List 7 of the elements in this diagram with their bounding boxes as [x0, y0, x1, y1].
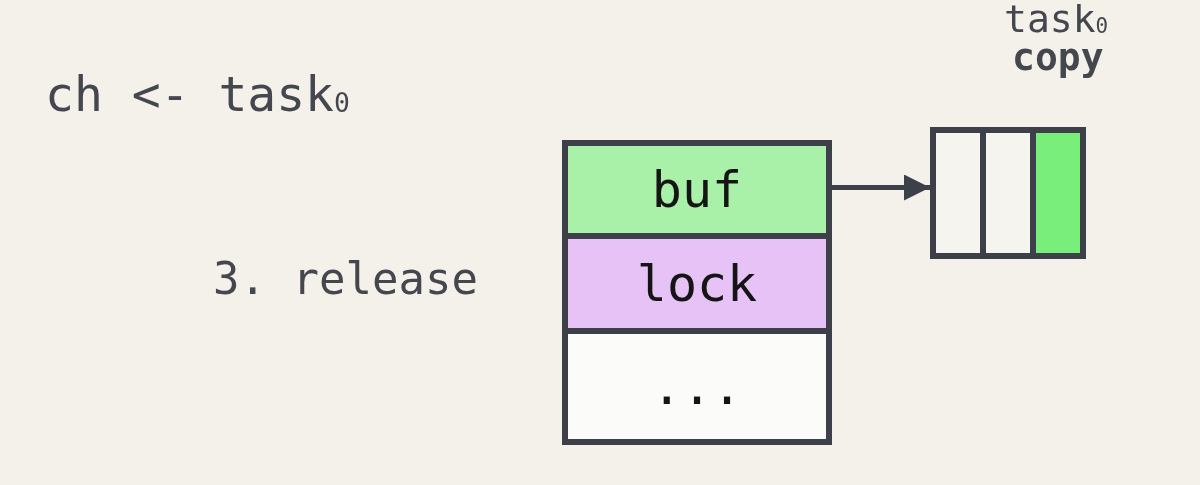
step-label: 3. release: [213, 257, 478, 301]
buffer-array: [930, 127, 1086, 259]
field-name: ...: [651, 361, 743, 412]
field-name: buf: [651, 164, 743, 215]
field-name: lock: [636, 258, 758, 309]
buffer-caption: copy: [1012, 38, 1104, 76]
arrow: [832, 174, 930, 201]
